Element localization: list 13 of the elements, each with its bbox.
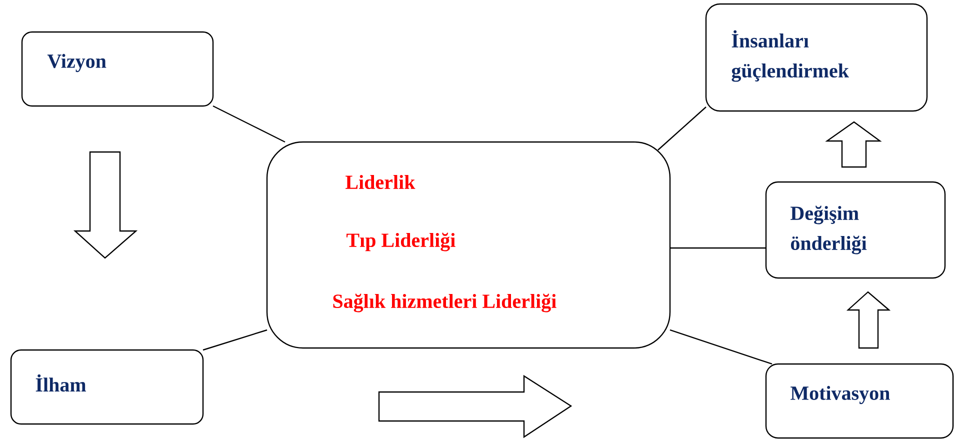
central-box: Liderlik Tıp Liderliği Sağlık hizmetleri Liderliği	[266, 141, 671, 349]
connector-line	[658, 106, 706, 150]
process-box: İnsanları güçlendirmek	[705, 3, 928, 112]
process-box: Vizyon	[21, 31, 214, 107]
connector-line	[670, 247, 766, 249]
process-box: İlham	[10, 349, 204, 425]
connector-line	[202, 329, 268, 351]
process-box: Motivasyon	[765, 363, 954, 439]
block-arrow	[846, 291, 891, 349]
connector-line	[212, 105, 286, 143]
process-box: Değişim önderliği	[765, 181, 946, 279]
connector-line	[670, 329, 772, 365]
block-arrow	[825, 121, 882, 168]
